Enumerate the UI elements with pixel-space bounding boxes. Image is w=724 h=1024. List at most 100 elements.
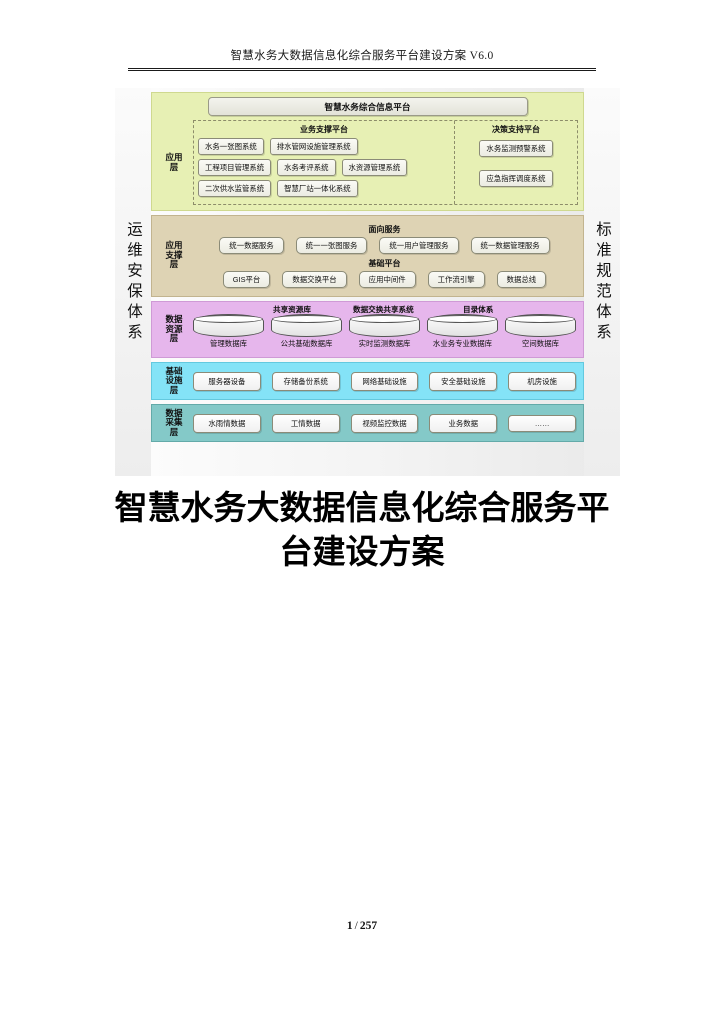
business-support-platform-title: 业务支撑平台: [300, 125, 348, 134]
layer-data-collection-label-box: 数据采集层: [157, 408, 191, 438]
decision-support-platform-title: 决策支持平台: [492, 125, 540, 134]
data-collection-row: 水雨情数据 工情数据 视频监控数据 业务数据 ……: [191, 413, 578, 433]
left-support-column: 运维安保体系: [115, 88, 151, 476]
service-box[interactable]: 统一用户管理服务: [379, 237, 459, 254]
platform-box[interactable]: 工作流引擎: [427, 271, 485, 288]
page-separator: /: [354, 920, 358, 932]
data-source-box[interactable]: 业务数据: [429, 413, 498, 433]
data-source-box[interactable]: ……: [508, 414, 576, 432]
right-standards-column: 标准规范体系: [584, 88, 620, 476]
resource-tag: 共享资源库: [273, 305, 311, 314]
layer-support-body: 面向服务 统一数据服务 统一一张图服务 统一用户管理服务 统一数据管理服务 基础…: [191, 218, 578, 293]
infrastructure-row: 服务器设备 存储备份系统 网络基础设施 安全基础设施 机房设施: [191, 371, 578, 391]
layer-support-label: 应用支撑层: [165, 240, 183, 270]
layer-application-label-box: 应用层: [157, 120, 191, 205]
platform-banner-label: 智慧水务综合信息平台: [324, 101, 411, 112]
service-box[interactable]: 统一数据管理服务: [470, 237, 550, 254]
platform-box[interactable]: GIS平台: [222, 271, 271, 288]
system-box[interactable]: 水务考评系统: [277, 159, 336, 176]
layer-data-collection-body: 水雨情数据 工情数据 视频监控数据 业务数据 ……: [191, 408, 578, 438]
platform-banner: 智慧水务综合信息平台: [207, 97, 528, 116]
system-box[interactable]: 水务一张图系统: [198, 138, 264, 155]
layer-data-resource-body: 共享资源库 数据交换共享系统 目录体系 管理数据库 公共基础数据库: [191, 304, 578, 355]
layer-support: 应用支撑层 面向服务 统一数据服务 统一一张图服务 统一用户管理服务 统一数据管…: [151, 215, 584, 297]
layer-stack: 智慧水务综合信息平台 应用层 业务支撑平台 水务一张图系统 排水管网设施管理系统: [151, 92, 584, 472]
right-standards-column-label: 标准规范体系: [594, 220, 611, 344]
layer-infrastructure-label-box: 基础设施层: [157, 366, 191, 396]
total-page-count: 257: [359, 920, 378, 932]
layer-support-label-box: 应用支撑层: [157, 218, 191, 293]
service-row: 统一数据服务 统一一张图服务 统一用户管理服务 统一数据管理服务: [191, 237, 578, 254]
infrastructure-box[interactable]: 机房设施: [508, 371, 576, 391]
header-divider: [128, 68, 596, 71]
database-label: 水业务专业数据库: [432, 339, 493, 348]
layer-data-collection: 数据采集层 水雨情数据 工情数据 视频监控数据 业务数据 ……: [151, 404, 584, 442]
system-box[interactable]: 智慧厂站一体化系统: [277, 180, 358, 197]
database-cylinder-icon: [193, 314, 264, 337]
platform-box[interactable]: 数据交换平台: [282, 271, 347, 288]
resource-tag: 数据交换共享系统: [353, 305, 414, 314]
left-support-column-label: 运维安保体系: [125, 220, 142, 344]
application-layer-row: 应用层 业务支撑平台 水务一张图系统 排水管网设施管理系统 工程项目管理系统 水…: [157, 120, 578, 205]
database-item[interactable]: 实时监测数据库: [349, 314, 420, 349]
service-box[interactable]: 统一一张图服务: [295, 237, 368, 254]
layer-data-collection-label: 数据采集层: [165, 407, 183, 437]
application-layer-inner: 业务支撑平台 水务一张图系统 排水管网设施管理系统 工程项目管理系统 水务考评系…: [193, 120, 578, 205]
database-label: 实时监测数据库: [358, 339, 411, 348]
document-title-line-2: 台建设方案: [279, 534, 445, 571]
system-box[interactable]: 水务监测预警系统: [479, 140, 553, 157]
database-row: 管理数据库 公共基础数据库 实时监测数据库 水业务专业数据库: [191, 314, 578, 349]
business-support-platform: 业务支撑平台 水务一张图系统 排水管网设施管理系统 工程项目管理系统 水务考评系…: [194, 121, 455, 204]
layer-data-resource-label-box: 数据资源层: [157, 304, 191, 355]
layer-application-label: 应用层: [165, 151, 183, 172]
business-row-3: 二次供水监管系统 智慧厂站一体化系统: [198, 180, 450, 197]
database-item[interactable]: 管理数据库: [193, 314, 264, 349]
data-source-box[interactable]: 工情数据: [271, 413, 340, 433]
document-title-line-1: 智慧水务大数据信息化综合服务平: [114, 491, 610, 527]
database-item[interactable]: 空间数据库: [505, 314, 576, 349]
running-header-text: 智慧水务大数据信息化综合服务平台建设方案 V6.0: [230, 50, 494, 62]
infrastructure-box[interactable]: 存储备份系统: [271, 371, 340, 391]
layer-data-resource-label: 数据资源层: [165, 314, 183, 344]
business-row-1: 水务一张图系统 排水管网设施管理系统: [198, 138, 450, 155]
infrastructure-box[interactable]: 安全基础设施: [429, 371, 498, 391]
basic-platform-row: GIS平台 数据交换平台 应用中间件 工作流引擎 数据总线: [191, 271, 578, 288]
system-box[interactable]: 工程项目管理系统: [198, 159, 272, 176]
business-row-2: 工程项目管理系统 水务考评系统 水资源管理系统: [198, 159, 450, 176]
platform-box[interactable]: 应用中间件: [358, 271, 416, 288]
current-page-number: 1: [346, 920, 353, 932]
data-source-box[interactable]: 水雨情数据: [193, 413, 261, 433]
database-item[interactable]: 水业务专业数据库: [427, 314, 498, 349]
database-cylinder-icon: [349, 314, 420, 337]
resource-tag-row: 共享资源库 数据交换共享系统 目录体系: [215, 304, 578, 314]
database-cylinder-icon: [271, 314, 342, 337]
platform-box[interactable]: 数据总线: [496, 271, 547, 288]
document-title: 智慧水务大数据信息化综合服务平 台建设方案: [95, 488, 629, 575]
layer-data-resource: 数据资源层 共享资源库 数据交换共享系统 目录体系 管理数据库: [151, 301, 584, 358]
database-label: 公共基础数据库: [280, 339, 333, 348]
decision-support-platform: 决策支持平台 水务监测预警系统 应急指挥调度系统: [455, 121, 577, 204]
system-box[interactable]: 排水管网设施管理系统: [269, 138, 358, 155]
infrastructure-box[interactable]: 网络基础设施: [350, 371, 419, 391]
data-source-box[interactable]: 视频监控数据: [350, 413, 419, 433]
database-item[interactable]: 公共基础数据库: [271, 314, 342, 349]
resource-tag: 目录体系: [463, 305, 494, 314]
database-cylinder-icon: [427, 314, 498, 337]
decision-row-1: 水务监测预警系统: [459, 140, 573, 157]
service-box[interactable]: 统一数据服务: [219, 237, 284, 254]
architecture-diagram: 运维安保体系 标准规范体系 智慧水务综合信息平台 应用层 业务支撑平台: [115, 88, 620, 476]
layer-infrastructure: 基础设施层 服务器设备 存储备份系统 网络基础设施 安全基础设施 机房设施: [151, 362, 584, 400]
decision-row-2: 应急指挥调度系统: [459, 170, 573, 187]
system-box[interactable]: 应急指挥调度系统: [479, 170, 553, 187]
system-box[interactable]: 水资源管理系统: [341, 159, 408, 176]
database-label: 空间数据库: [522, 339, 559, 348]
layer-application: 智慧水务综合信息平台 应用层 业务支撑平台 水务一张图系统 排水管网设施管理系统: [151, 92, 584, 211]
layer-infrastructure-body: 服务器设备 存储备份系统 网络基础设施 安全基础设施 机房设施: [191, 366, 578, 396]
system-box[interactable]: 二次供水监管系统: [198, 180, 272, 197]
infrastructure-box[interactable]: 服务器设备: [193, 371, 261, 391]
basic-platform-title: 基础平台: [368, 259, 401, 268]
database-cylinder-icon: [505, 314, 576, 337]
service-oriented-title: 面向服务: [368, 225, 401, 234]
database-label: 管理数据库: [210, 339, 247, 348]
